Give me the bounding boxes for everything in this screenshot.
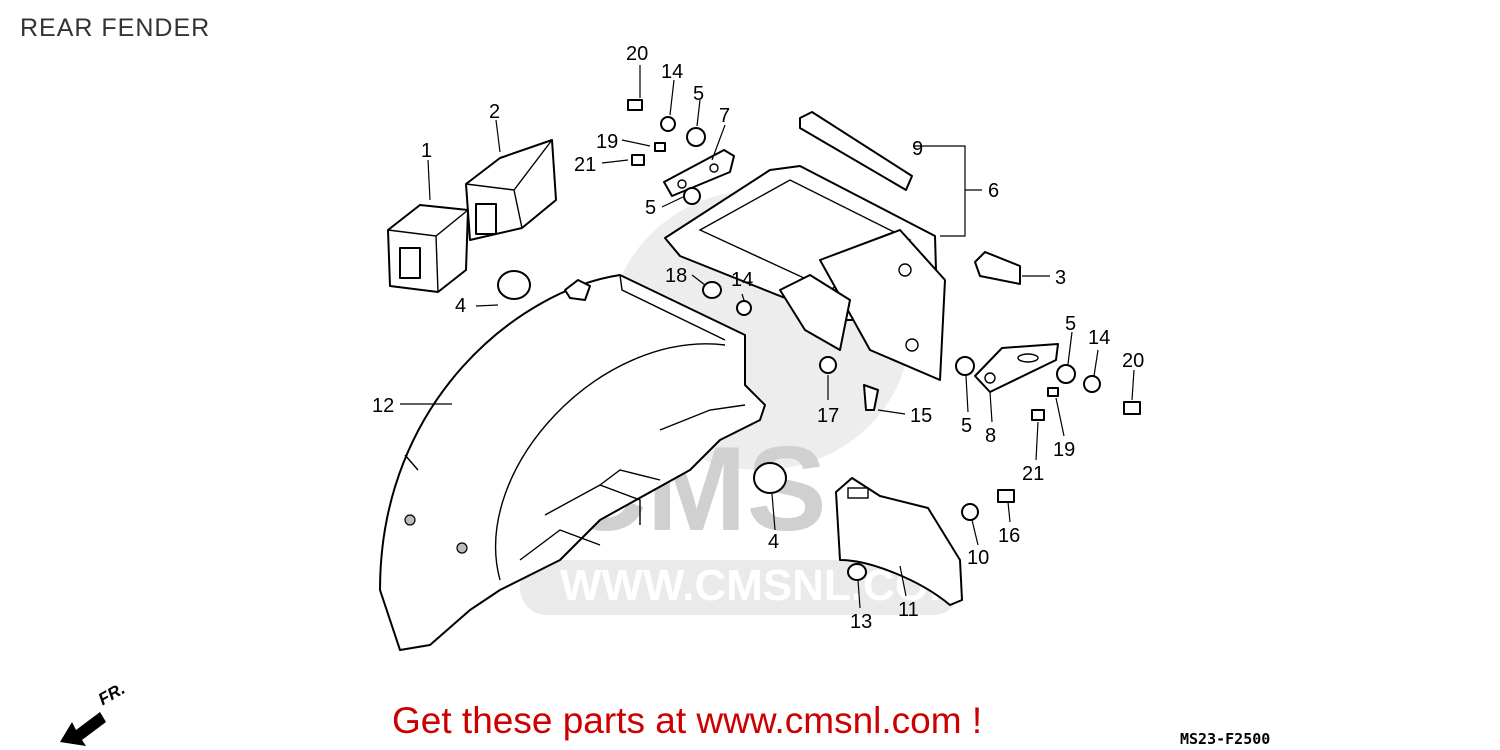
callout-20-b: 20 [1122, 350, 1144, 372]
promo-link-text[interactable]: Get these parts at www.cmsnl.com ! [392, 700, 983, 741]
part-6-bracket [664, 165, 946, 381]
part-3-reflector [974, 251, 1021, 285]
callout-15: 15 [910, 405, 932, 427]
callout-4-b: 4 [768, 531, 779, 553]
part-1-block [387, 204, 469, 293]
callout-5-a: 5 [693, 83, 704, 105]
callout-4-a: 4 [455, 295, 466, 317]
callouts: 1 2 3 4 4 5 5 5 5 6 7 8 9 10 11 12 13 14… [372, 43, 1144, 633]
callout-19-a: 19 [596, 131, 618, 153]
callout-12: 12 [372, 395, 394, 417]
diagram-reference-code: MS23-F2500 [1180, 730, 1271, 748]
page-title: REAR FENDER [20, 14, 211, 42]
part-7-plate [663, 149, 735, 197]
callout-9: 9 [912, 138, 923, 160]
callout-6: 6 [988, 180, 999, 202]
part-12-fender [379, 274, 766, 651]
callout-8: 8 [985, 425, 996, 447]
part-9-strip [799, 111, 913, 191]
part-11-plate [835, 477, 963, 606]
callout-19-b: 19 [1053, 439, 1075, 461]
hardware [497, 99, 1141, 581]
callout-2: 2 [489, 101, 500, 123]
leader-lines [400, 65, 1135, 609]
callout-10: 10 [967, 547, 989, 569]
callout-21-a: 21 [574, 154, 596, 176]
part-8-plate [974, 343, 1059, 393]
callout-21-b: 21 [1022, 463, 1044, 485]
callout-14-a: 14 [661, 61, 683, 83]
part-2-block [465, 139, 557, 241]
callout-18: 18 [665, 265, 687, 287]
callout-7: 7 [719, 105, 730, 127]
callout-20-a: 20 [626, 43, 648, 65]
callout-17: 17 [817, 405, 839, 427]
callout-14-c: 14 [1088, 327, 1110, 349]
callout-13: 13 [850, 611, 872, 633]
callout-5-b: 5 [645, 197, 656, 219]
callout-14-b: 14 [731, 269, 753, 291]
callout-1: 1 [421, 140, 432, 162]
callout-5-c: 5 [1065, 313, 1076, 335]
callout-11: 11 [898, 599, 919, 621]
front-direction-arrow [60, 712, 106, 746]
callout-5-d: 5 [961, 415, 972, 437]
callout-16: 16 [998, 525, 1020, 547]
callout-3: 3 [1055, 267, 1066, 289]
